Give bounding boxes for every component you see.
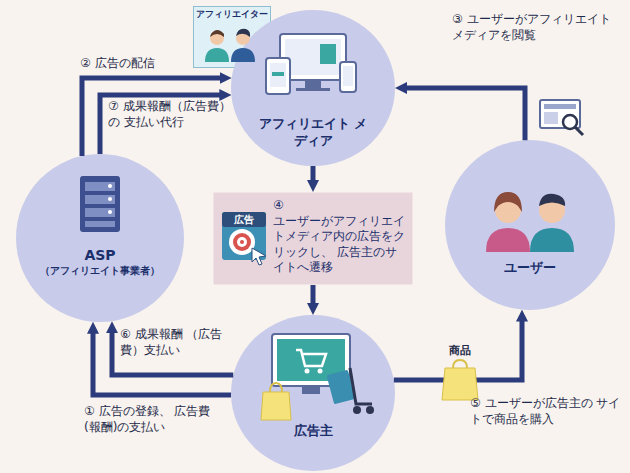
- goods-label: 商品: [440, 344, 480, 358]
- device-icon: [266, 34, 356, 94]
- affiliator-icon: [210, 31, 224, 45]
- edge-label-box: ⑥ 成果報酬 （広告費）支払い: [120, 327, 228, 358]
- ad-icon-label: 広告: [222, 213, 266, 226]
- step-label: ① 広告の登録、 広告費(報酬)の支払い: [84, 404, 224, 435]
- step-label: ② 広告の配信: [80, 56, 200, 72]
- server-icon: [108, 210, 112, 214]
- ad-icon: [237, 237, 247, 247]
- shop-icon: [296, 350, 326, 366]
- node-title: ユーザー: [470, 260, 590, 277]
- edge-label-box: ① 広告の登録、 広告費(報酬)の支払い: [84, 404, 224, 435]
- server-icon: [80, 176, 120, 232]
- affiliator-box: アフィリエイター: [193, 6, 271, 68]
- shop-icon: [318, 369, 323, 374]
- process-box: ④ユーザーがアフィリエイトメディア内の広告をクリックし、 広告主のサイトへ遷移: [213, 192, 413, 285]
- advertiser-circle-text-group: 広告主: [253, 423, 373, 440]
- node-title: アフィリエイト メディア: [253, 116, 373, 150]
- device-icon: [305, 80, 321, 88]
- goods-label-box: 商品: [440, 344, 480, 358]
- goods-bag-icon: [453, 360, 467, 368]
- media-circle: アフィリエイト メディア: [231, 10, 395, 166]
- browse-icon: [540, 100, 580, 128]
- shop-icon: [305, 369, 310, 374]
- device-icon: [285, 39, 341, 75]
- server-icon: [85, 195, 115, 204]
- edge-label-box: ② 広告の配信: [80, 56, 200, 72]
- node-title: 広告主: [253, 423, 373, 440]
- advertiser-circle-outline: [231, 315, 395, 471]
- device-icon: [320, 44, 336, 64]
- edge-label-box: ⑤ ユーザーが広告主の サイトで商品を購入: [470, 396, 622, 427]
- browse-icon: [544, 112, 558, 124]
- node-title: ASP: [30, 246, 170, 264]
- user-circle: ユーザー: [445, 140, 615, 310]
- process-box-outline: [214, 193, 413, 285]
- user-circle-outline: [445, 140, 615, 310]
- server-icon: [108, 184, 112, 188]
- shop-icon: [302, 386, 320, 394]
- node-text: ユーザーがアフィリエイトメディア内の広告をクリックし、 広告主のサイトへ遷移: [273, 214, 407, 276]
- user-circle-outline: [445, 140, 615, 310]
- advertiser-circle-outline: [231, 315, 395, 471]
- user-circle-text-group: ユーザー: [470, 260, 590, 277]
- server-icon: [85, 221, 115, 227]
- ad-icon: [222, 212, 266, 227]
- server-icon: [85, 182, 115, 191]
- device-icon: [296, 88, 330, 91]
- browse-icon: [575, 127, 583, 135]
- device-icon: [266, 58, 290, 94]
- flow-arrow: [404, 88, 525, 140]
- media-circle-text-group: アフィリエイト メディア: [253, 116, 373, 150]
- step-label: ⑤ ユーザーが広告主の サイトで商品を購入: [470, 396, 622, 427]
- browse-icon: [544, 104, 576, 109]
- device-icon: [272, 72, 284, 76]
- ad-icon: [233, 233, 251, 251]
- flow-arrow: [311, 285, 316, 306]
- ad-icon: [240, 240, 244, 244]
- affiliator-box-text-group: アフィリエイター: [195, 9, 269, 21]
- device-icon: [340, 62, 356, 92]
- shop-icon: [366, 406, 374, 414]
- edge-label-box: ⑦ 成果報酬（広告費）の 支払い代行: [108, 99, 233, 130]
- device-icon: [270, 63, 286, 87]
- server-icon: [85, 208, 115, 217]
- shop-icon: [261, 392, 291, 420]
- advertiser-circle: 広告主: [231, 315, 395, 471]
- ad-icon: [229, 229, 255, 255]
- flow-arrow: [311, 166, 316, 183]
- asp-circle-outline: [16, 154, 184, 322]
- server-icon: [108, 197, 112, 201]
- step-label: ③ ユーザーがアフィリエイト メディアを閲覧: [452, 12, 624, 43]
- asp-circle-outline: [16, 154, 184, 322]
- browse-icon: [540, 100, 583, 135]
- media-circle-outline: [231, 10, 395, 166]
- process-box-text-group: ④ユーザーがアフィリエイトメディア内の広告をクリックし、 広告主のサイトへ遷移: [273, 198, 407, 276]
- node-title: ④: [273, 198, 407, 214]
- goods-bag-icon: [442, 360, 478, 400]
- ad-icon: [222, 212, 266, 265]
- asp-circle: ASP（アフィリエイト事業者）: [16, 154, 184, 322]
- asp-circle-text-group: ASP（アフィリエイト事業者）: [30, 246, 170, 277]
- edge-label-box: ③ ユーザーがアフィリエイト メディアを閲覧: [452, 12, 624, 43]
- device-icon: [343, 66, 353, 86]
- goods-bag-icon: [442, 368, 478, 400]
- shop-icon: [353, 406, 361, 414]
- browse-icon: [563, 115, 577, 129]
- node-text: （アフィリエイト事業者）: [30, 264, 170, 277]
- step-label: ⑦ 成果報酬（広告費）の 支払い代行: [108, 99, 233, 130]
- ad-icon-label-box: 広告: [222, 213, 266, 226]
- step-label: ⑥ 成果報酬 （広告費）支払い: [120, 327, 228, 358]
- node-title: アフィリエイター: [195, 9, 269, 21]
- server-icon: [80, 176, 120, 232]
